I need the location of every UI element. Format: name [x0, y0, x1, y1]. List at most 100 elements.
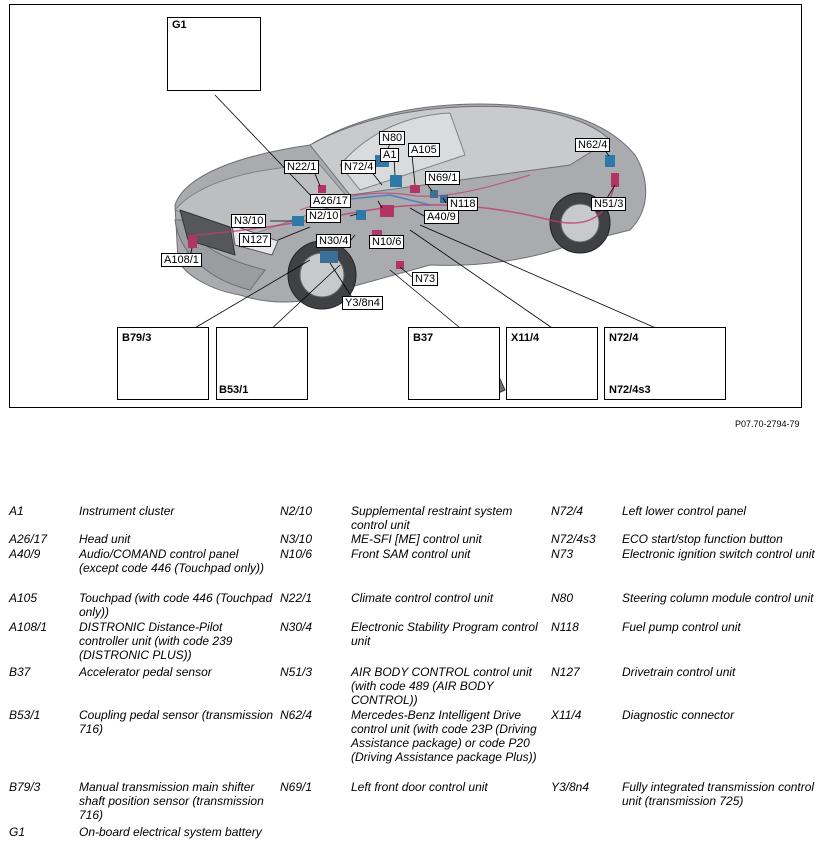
- legend-description: Climate control control unit: [351, 591, 494, 605]
- callout-a40-9: A40/9: [424, 210, 459, 224]
- callout-n2-10: N2/10: [306, 209, 342, 223]
- figure-reference: P07.70-2794-79: [735, 419, 800, 429]
- legend-code: Y3/8n4: [551, 780, 590, 794]
- legend-description: Mercedes-Benz Intelligent Drive control …: [351, 708, 537, 764]
- legend-description: Head unit: [79, 532, 131, 546]
- callout-a105: A105: [408, 143, 440, 157]
- legend-code: N3/10: [280, 532, 313, 546]
- inset-n72-4: N72/4 N72/4s3: [604, 327, 726, 400]
- inset-label-n72-4: N72/4: [609, 332, 639, 344]
- legend-description: DISTRONIC Distance-Pilot controller unit…: [79, 620, 233, 662]
- legend-description: Touchpad (with code 446 (Touchpad only)): [79, 591, 273, 619]
- callout-n69-1: N69/1: [425, 171, 461, 185]
- legend-description: On-board electrical system battery: [79, 825, 262, 839]
- unit-n51-3: [611, 173, 619, 187]
- component-location-figure: G1 B79/3 B53/1 B37 X11/4 N72/4 N72/4s3 N…: [9, 4, 802, 408]
- unit-a26-17: [380, 205, 394, 217]
- callout-n118: N118: [447, 197, 479, 211]
- inset-b37: B37: [408, 327, 500, 400]
- callout-n72-4: N72/4: [341, 160, 377, 174]
- legend-code: A108/1: [9, 620, 48, 634]
- legend-code: N80: [551, 591, 574, 605]
- unit-n30-4: [320, 251, 338, 263]
- unit-a105: [410, 185, 420, 193]
- legend-description: Fully integrated transmission control un…: [622, 780, 815, 808]
- legend-code: N118: [551, 620, 579, 634]
- legend-description: Accelerator pedal sensor: [79, 665, 212, 679]
- legend-code: N73: [551, 547, 574, 561]
- inset-label-x11-4: X11/4: [511, 332, 540, 344]
- legend-description: Audio/COMAND control panel (except code …: [79, 547, 265, 575]
- legend-description: Drivetrain control unit: [622, 665, 736, 679]
- callout-n62-4: N62/4: [575, 138, 611, 152]
- callout-a108-1: A108/1: [161, 253, 202, 267]
- legend-description: Fuel pump control unit: [622, 620, 741, 634]
- legend-code: N10/6: [280, 547, 313, 561]
- legend-code: B37: [9, 665, 31, 679]
- callout-n73: N73: [412, 272, 439, 286]
- legend-description: Manual transmission main shifter shaft p…: [79, 780, 264, 822]
- legend-description: ECO start/stop function button: [622, 532, 783, 546]
- legend-description: Diagnostic connector: [622, 708, 735, 722]
- legend-description: Coupling pedal sensor (transmission 716): [79, 708, 274, 736]
- callout-n30-4: N30/4: [316, 234, 352, 248]
- callout-a26-17: A26/17: [310, 194, 351, 208]
- legend-code: A40/9: [9, 547, 41, 561]
- callout-n3-10: N3/10: [231, 214, 267, 228]
- car-illustration: [144, 35, 721, 398]
- unit-n69-1: [430, 190, 438, 198]
- unit-a108-1: [188, 235, 197, 248]
- legend-description: Supplemental restraint system control un…: [351, 504, 513, 532]
- legend-code: A26/17: [9, 532, 48, 546]
- legend-description: Steering column module control unit: [622, 591, 814, 605]
- legend-description: Front SAM control unit: [351, 547, 471, 561]
- legend-code: A1: [9, 504, 24, 518]
- wiring-harness: [194, 179, 616, 236]
- unit-n62-4: [605, 155, 615, 167]
- legend-description: Left front door control unit: [351, 780, 488, 794]
- legend-code: N69/1: [280, 780, 313, 794]
- callout-n80: N80: [379, 131, 406, 145]
- legend-code: N22/1: [280, 591, 313, 605]
- legend-code: X11/4: [551, 708, 582, 722]
- callout-y3-8n4: Y3/8n4: [342, 296, 383, 310]
- inset-b79-3: B79/3: [117, 327, 209, 400]
- legend-code: A105: [9, 591, 38, 605]
- legend-code: N30/4: [280, 620, 313, 634]
- legend-code: N72/4: [551, 504, 584, 518]
- unit-n3-10: [292, 216, 304, 226]
- inset-g1: G1: [167, 17, 261, 91]
- callout-n51-3: N51/3: [591, 197, 627, 211]
- legend-description: Instrument cluster: [79, 504, 175, 518]
- legend-code: N2/10: [280, 504, 313, 518]
- legend-code: B79/3: [9, 780, 41, 794]
- unit-n73: [396, 261, 404, 269]
- legend-code: G1: [9, 825, 26, 839]
- callout-n22-1: N22/1: [284, 160, 320, 174]
- legend-description: AIR BODY CONTROL control unit (with code…: [351, 665, 532, 707]
- legend-description: Electronic Stability Program control uni…: [351, 620, 538, 648]
- unit-n2-10: [356, 210, 366, 220]
- legend-description: Left lower control panel: [622, 504, 747, 518]
- inset-label-n72-4s3: N72/4s3: [609, 384, 651, 396]
- legend-code: N51/3: [280, 665, 313, 679]
- callout-a1: A1: [380, 148, 400, 162]
- callout-n10-6: N10/6: [369, 235, 405, 249]
- inset-x11-4: X11/4: [506, 327, 598, 400]
- car-grille: [179, 209, 236, 256]
- inset-label-b79-3: B79/3: [122, 332, 152, 344]
- legend-code: N127: [551, 665, 580, 679]
- legend-description: Electronic ignition switch control unit: [622, 547, 815, 561]
- legend-code: B53/1: [9, 708, 41, 722]
- legend-code: N62/4: [280, 708, 313, 722]
- inset-b53-1: B53/1: [216, 327, 308, 400]
- car-hood: [174, 164, 351, 236]
- legend-code: N72/4s3: [551, 532, 596, 546]
- inset-label-b37: B37: [413, 332, 434, 344]
- inset-label-g1: G1: [172, 19, 187, 31]
- unit-a1: [390, 175, 402, 187]
- inset-label-b53-1: B53/1: [219, 384, 249, 396]
- unit-n22-1: [318, 185, 326, 193]
- legend-description: ME-SFI [ME] control unit: [351, 532, 482, 546]
- callout-n127: N127: [239, 233, 272, 247]
